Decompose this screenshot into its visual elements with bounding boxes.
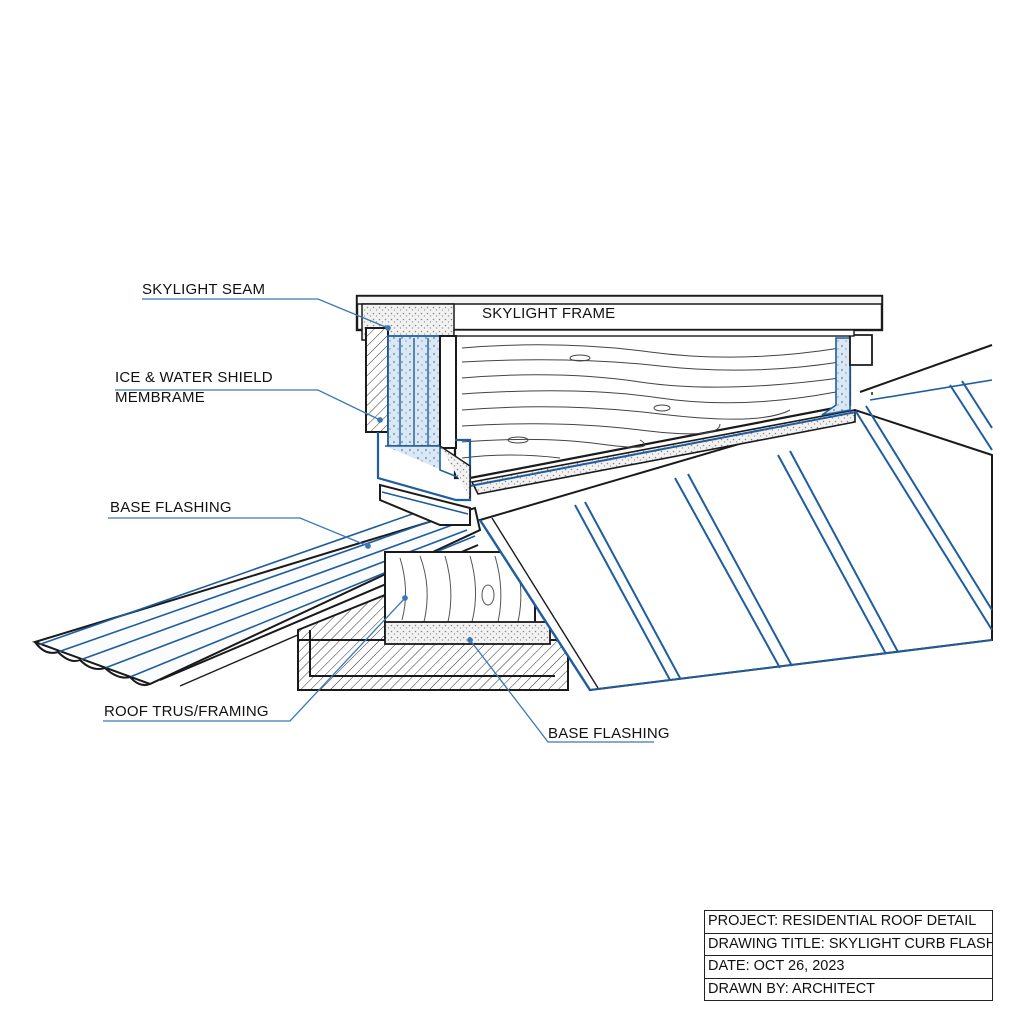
label-base-flashing-left: BASE FLASHING bbox=[110, 499, 232, 516]
label-ice-shield-line1: ICE & WATER SHIELD bbox=[115, 369, 273, 386]
title-block-date: DATE: OCT 26, 2023 bbox=[705, 956, 992, 979]
right-roof-panel bbox=[478, 344, 993, 692]
label-skylight-frame: SKYLIGHT FRAME bbox=[482, 305, 616, 322]
label-skylight-seam: SKYLIGHT SEAM bbox=[142, 281, 266, 298]
title-block: PROJECT: RESIDENTIAL ROOF DETAIL DRAWING… bbox=[704, 910, 993, 1001]
title-block-drawn-by: DRAWN BY: ARCHITECT bbox=[708, 980, 876, 997]
leader-roof-truss bbox=[103, 597, 406, 722]
label-roof-truss-framing: ROOF TRUS/FRAMING bbox=[104, 703, 269, 720]
skylight-frame bbox=[355, 294, 884, 341]
leader-skylight-seam bbox=[142, 298, 389, 329]
title-block-project: PROJECT: RESIDENTIAL ROOF DETAIL bbox=[705, 911, 992, 934]
leader-base-flashing-left bbox=[108, 517, 369, 547]
leader-lines bbox=[103, 298, 654, 743]
label-ice-shield-line2: MEMBRAME bbox=[115, 389, 205, 407]
left-curb-jamb bbox=[365, 327, 472, 526]
title-block-drawing-title: DRAWING TITLE: SKYLIGHT CURB FLASHING bbox=[705, 934, 992, 956]
leader-ice-shield bbox=[115, 389, 381, 421]
leader-base-flashing-bottom bbox=[469, 639, 654, 743]
label-base-flashing-bottom: BASE FLASHING bbox=[548, 725, 670, 742]
label-ice-water-shield-membrane: ICE & WATER SHIELD MEMBRAME bbox=[115, 368, 273, 409]
skylight-curb bbox=[453, 333, 873, 495]
